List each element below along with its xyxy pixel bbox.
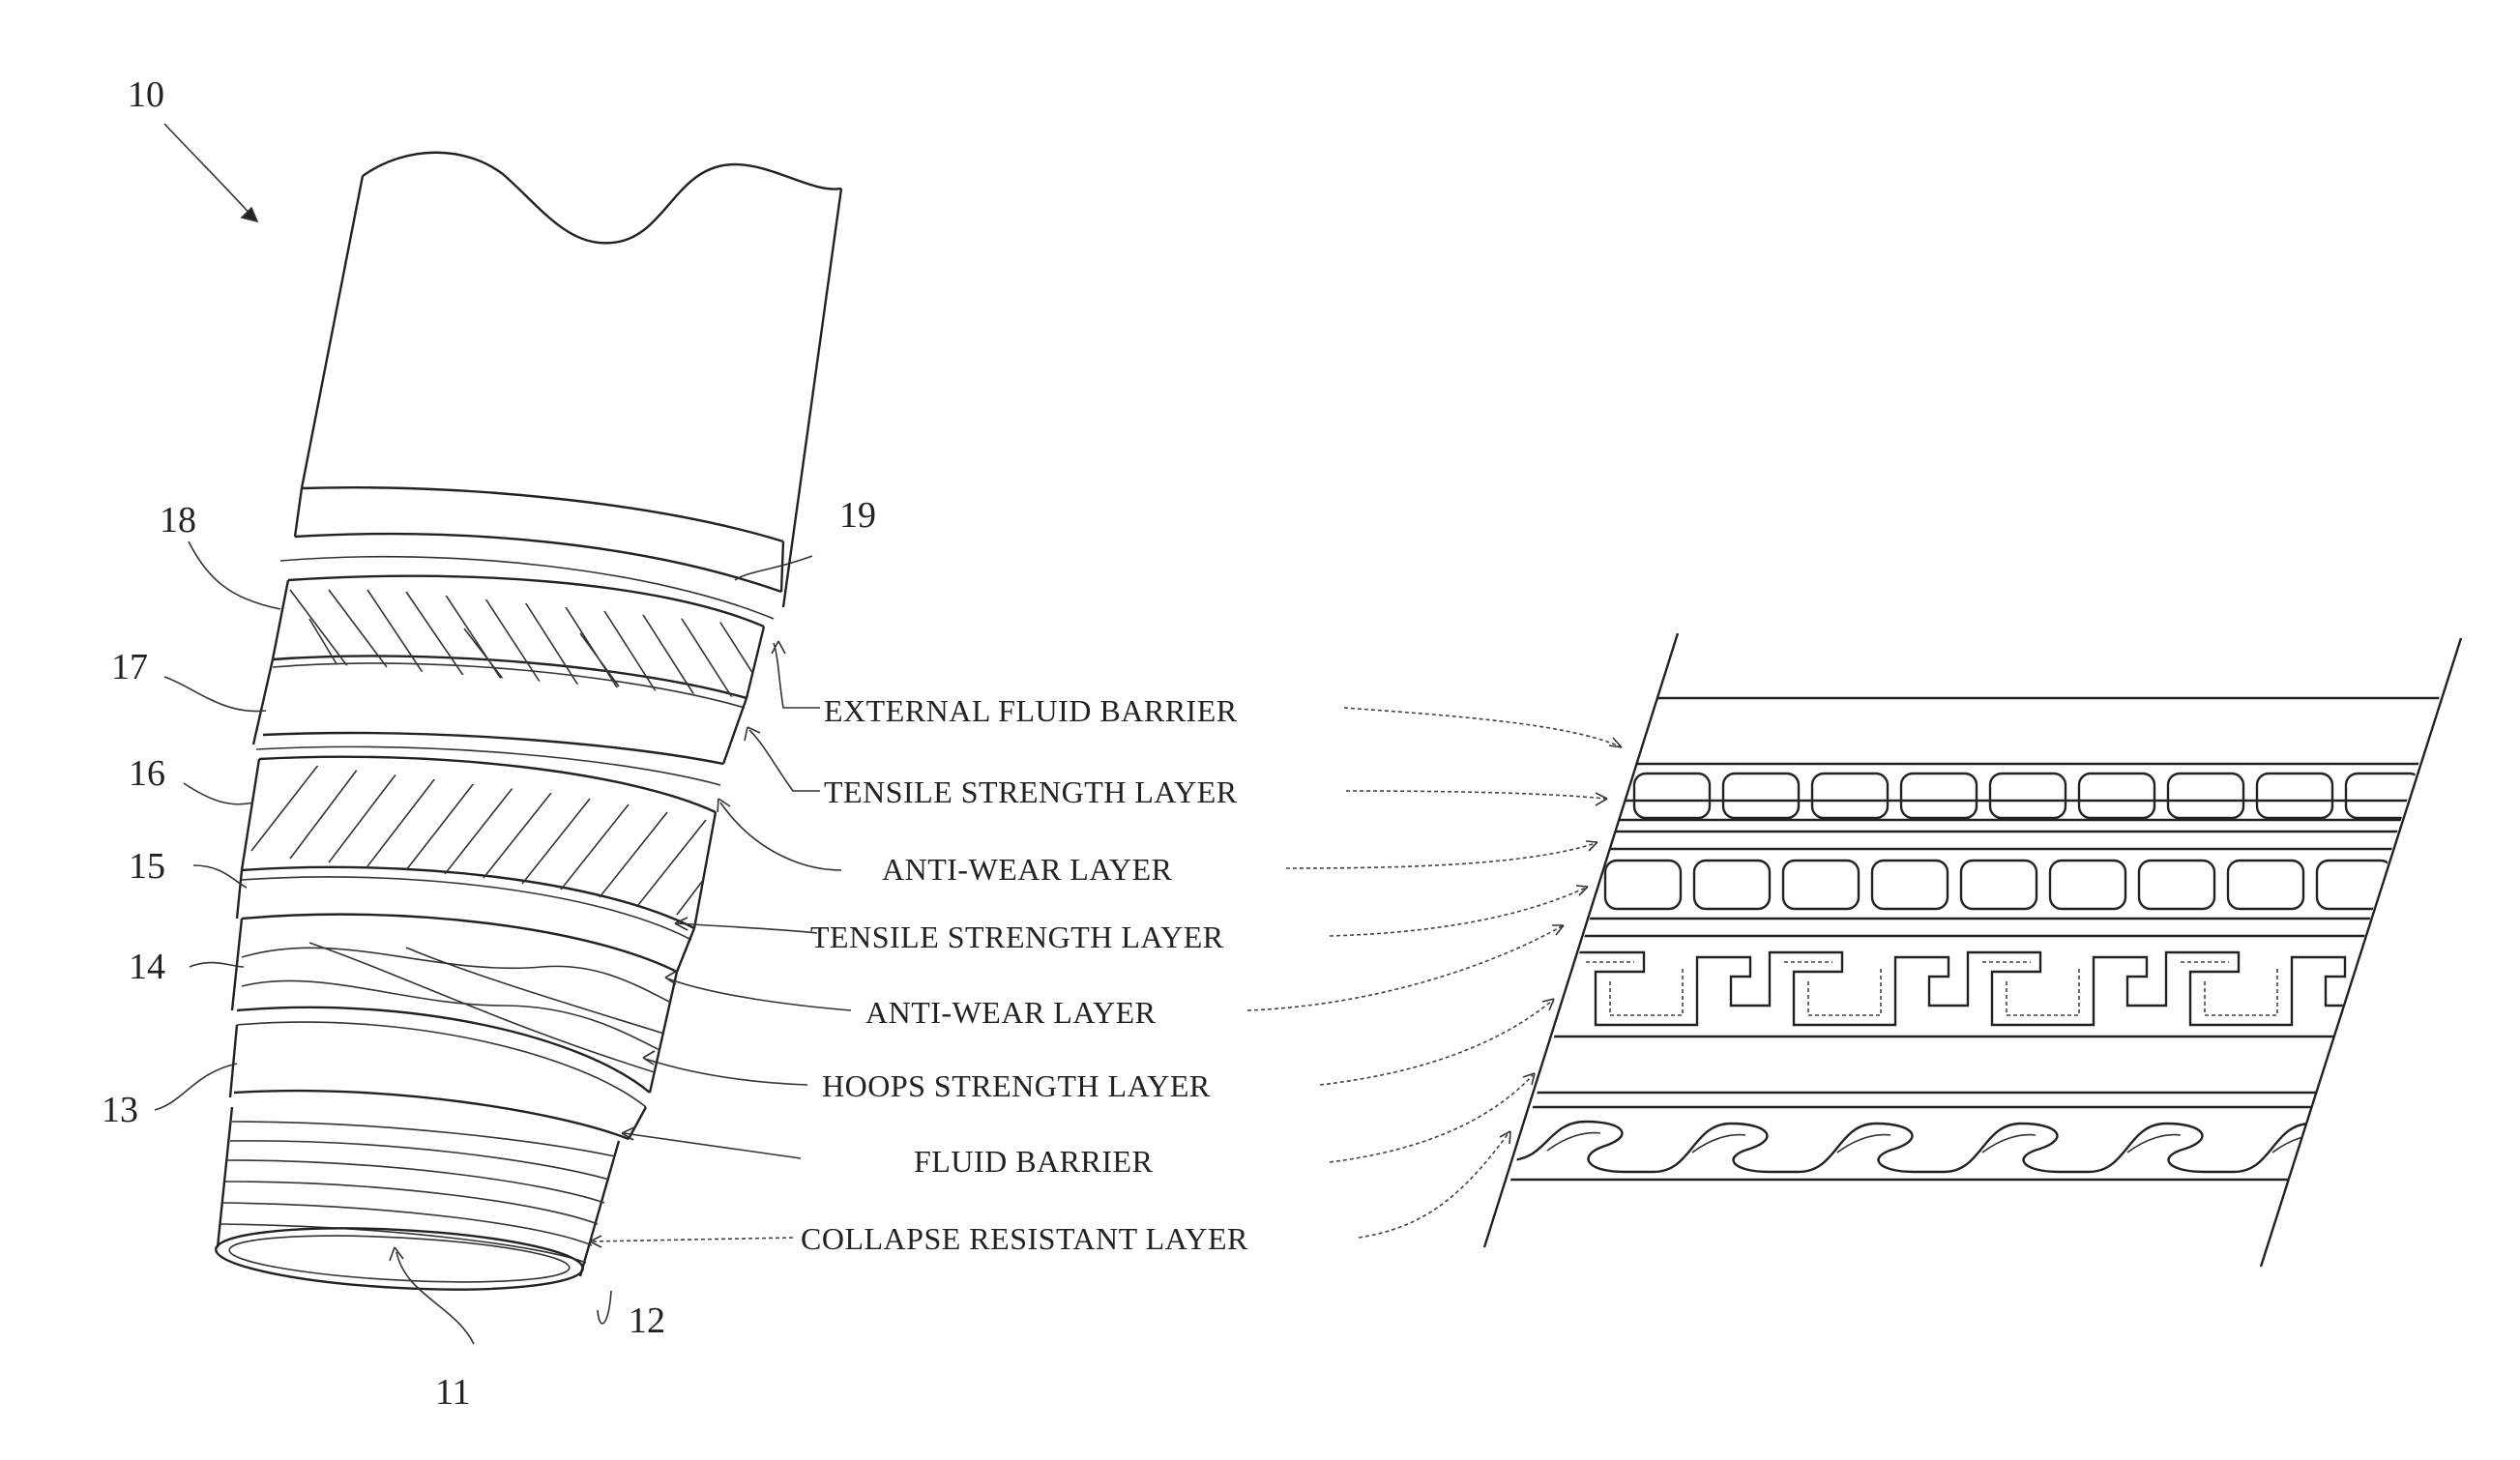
- numeral-16: 16: [129, 753, 165, 794]
- tensile-hatch-outer: [290, 590, 774, 706]
- layer-labels: EXTERNAL FLUID BARRIER TENSILE STRENGTH …: [801, 693, 1248, 1256]
- collapse-profile: [1509, 1122, 2347, 1172]
- label-collapse-resistant: COLLAPSE RESISTANT LAYER: [801, 1221, 1248, 1256]
- label-anti-wear-outer: ANTI-WEAR LAYER: [882, 852, 1173, 887]
- hoops-profile: [1567, 952, 2417, 1025]
- numeral-13: 13: [102, 1090, 138, 1130]
- numeral-10: 10: [128, 74, 164, 115]
- layer-cross-section: [1480, 633, 2461, 1267]
- numeral-14: 14: [129, 947, 165, 987]
- numeral-12: 12: [629, 1300, 665, 1341]
- pipe-drawing: [215, 153, 841, 1298]
- label-anti-wear-inner: ANTI-WEAR LAYER: [865, 995, 1157, 1030]
- label-tensile-strength-outer: TENSILE STRENGTH LAYER: [824, 774, 1238, 809]
- numeral-19: 19: [839, 495, 876, 536]
- label-tensile-strength-inner: TENSILE STRENGTH LAYER: [810, 920, 1224, 954]
- numeral-11: 11: [435, 1372, 471, 1413]
- label-external-fluid-barrier: EXTERNAL FLUID BARRIER: [824, 693, 1238, 728]
- tensile-cells-inner: [1605, 861, 2392, 909]
- label-fluid-barrier: FLUID BARRIER: [914, 1144, 1154, 1179]
- numeral-17: 17: [111, 647, 148, 687]
- tensile-hatch-inner: [251, 764, 725, 915]
- label-hoops-strength: HOOPS STRENGTH LAYER: [822, 1068, 1211, 1103]
- tensile-cells-outer: [1634, 774, 2421, 818]
- numeral-18: 18: [160, 500, 196, 540]
- numeral-15: 15: [129, 846, 165, 887]
